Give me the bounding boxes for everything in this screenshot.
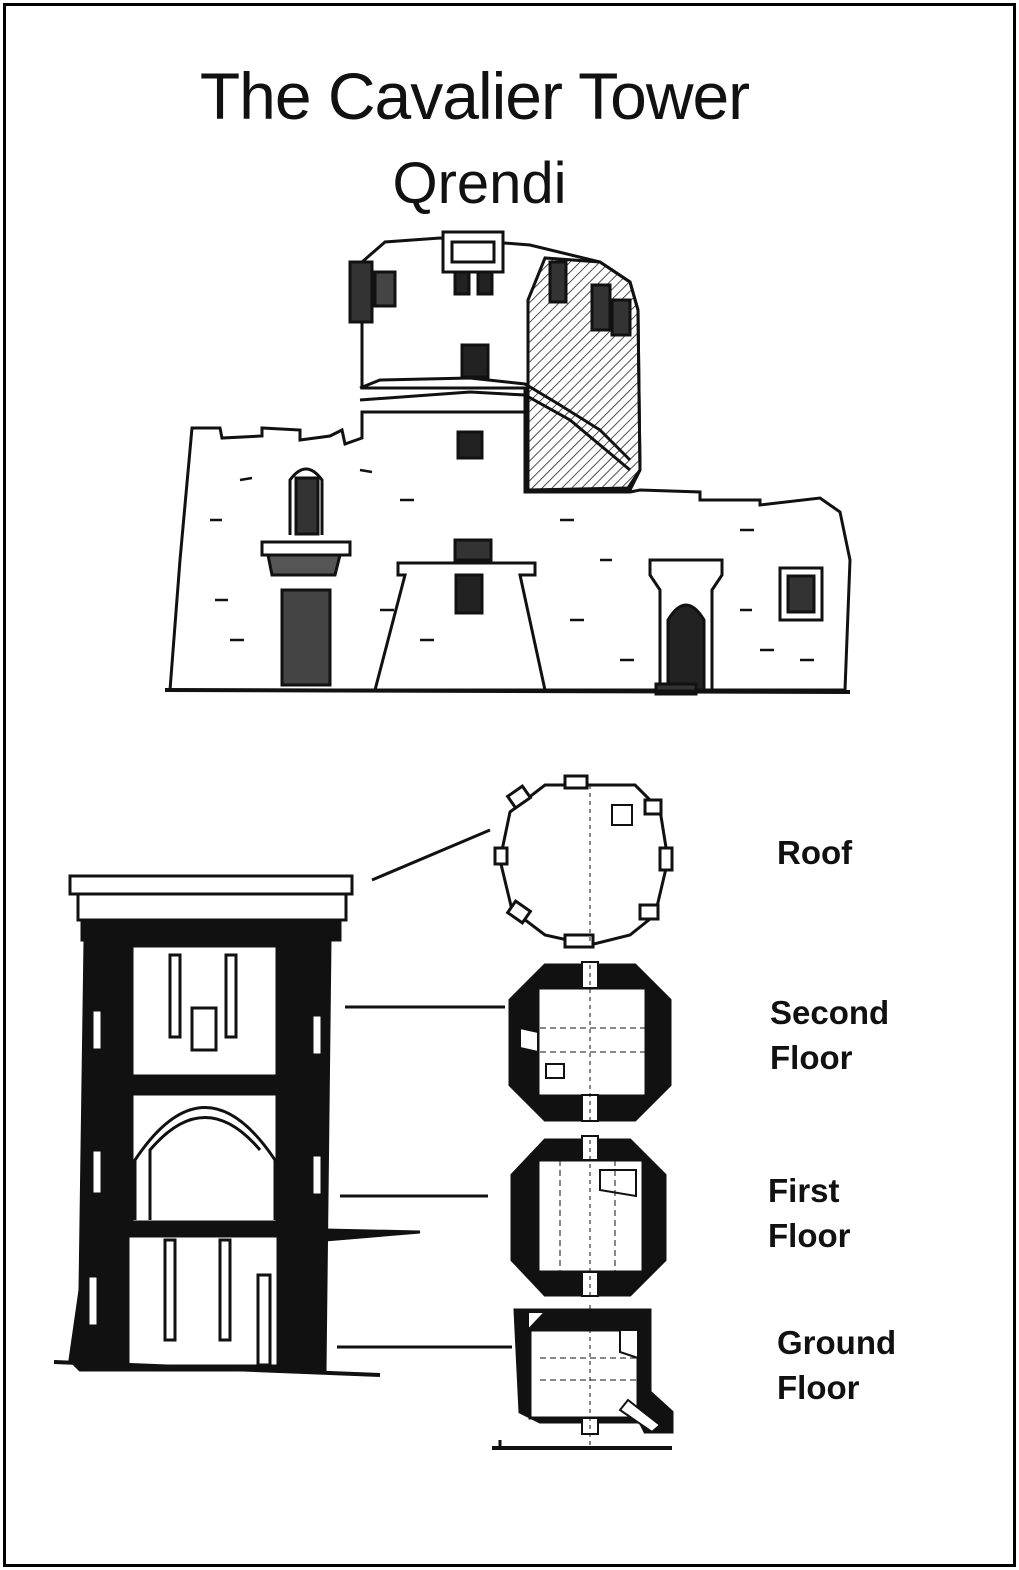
ground-floor-plan (492, 1305, 674, 1450)
second-floor-plan (508, 961, 672, 1122)
label-second-floor-line1: Second (770, 994, 890, 1031)
leader-lines (337, 828, 512, 1349)
label-second-floor: Second Floor (770, 990, 889, 1080)
label-first-floor: First Floor (768, 1168, 850, 1258)
label-roof: Roof (777, 834, 853, 871)
page-subtitle: Qrendi (392, 151, 567, 216)
label-first-floor-line1: First (768, 1172, 840, 1209)
page-title: The Cavalier Tower (199, 59, 750, 133)
label-ground-floor-line1: Ground (777, 1324, 897, 1361)
roof-plan (493, 774, 674, 949)
tower-elevation-illustration (164, 230, 852, 696)
label-second-floor-line2: Floor (770, 1039, 853, 1076)
label-first-floor-line2: Floor (768, 1217, 851, 1254)
first-floor-plan (510, 1135, 667, 1297)
label-ground-floor: Ground Floor (777, 1320, 896, 1410)
label-ground-floor-line2: Floor (777, 1369, 860, 1406)
tower-cross-section (53, 874, 421, 1377)
